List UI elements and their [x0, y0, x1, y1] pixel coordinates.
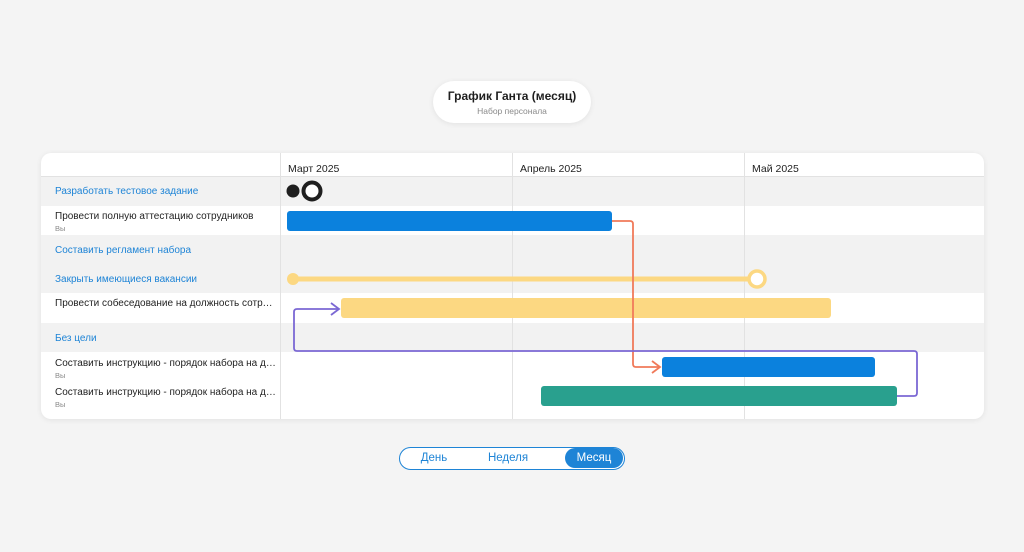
gantt-bar[interactable] — [541, 386, 897, 406]
view-week-tab[interactable]: Неделя — [487, 452, 529, 464]
task-row-label[interactable]: Составить инструкцию - порядок набора на… — [55, 358, 277, 380]
view-mode-switch: День Неделя Месяц — [399, 447, 625, 470]
task-assignee: Вы — [55, 371, 66, 380]
dependency-arrow-purple — [293, 302, 918, 397]
goal-line[interactable] — [287, 269, 767, 289]
gantt-card: Март 2025 Апрель 2025 Май 2025 Разработа… — [41, 153, 984, 419]
month-header-april: Апрель 2025 — [520, 163, 582, 175]
column-divider — [280, 153, 281, 419]
task-assignee: Вы — [55, 224, 66, 233]
month-header-may: Май 2025 — [752, 163, 799, 175]
gantt-overlay — [286, 180, 918, 397]
milestone-icon[interactable] — [286, 180, 323, 202]
gantt-bar[interactable] — [662, 357, 875, 377]
chart-title-pill: График Ганта (месяц) Набор персонала — [433, 81, 591, 123]
view-day-tab[interactable]: День — [420, 452, 448, 464]
page-subtitle: Набор персонала — [477, 106, 547, 116]
month-divider — [744, 153, 745, 419]
task-assignee: Вы — [55, 400, 66, 409]
gantt-bar[interactable] — [287, 211, 612, 231]
task-row-label[interactable]: Провести полную аттестацию сотрудников В… — [55, 211, 277, 233]
dependency-arrow-orange — [612, 220, 662, 374]
page-title: График Ганта (месяц) — [447, 89, 577, 103]
task-row-label[interactable]: Составить инструкцию - порядок набора на… — [55, 387, 277, 409]
view-month-tab[interactable]: Месяц — [565, 448, 623, 468]
month-header-march: Март 2025 — [288, 163, 340, 175]
gantt-bar[interactable] — [341, 298, 831, 318]
month-divider — [512, 153, 513, 419]
